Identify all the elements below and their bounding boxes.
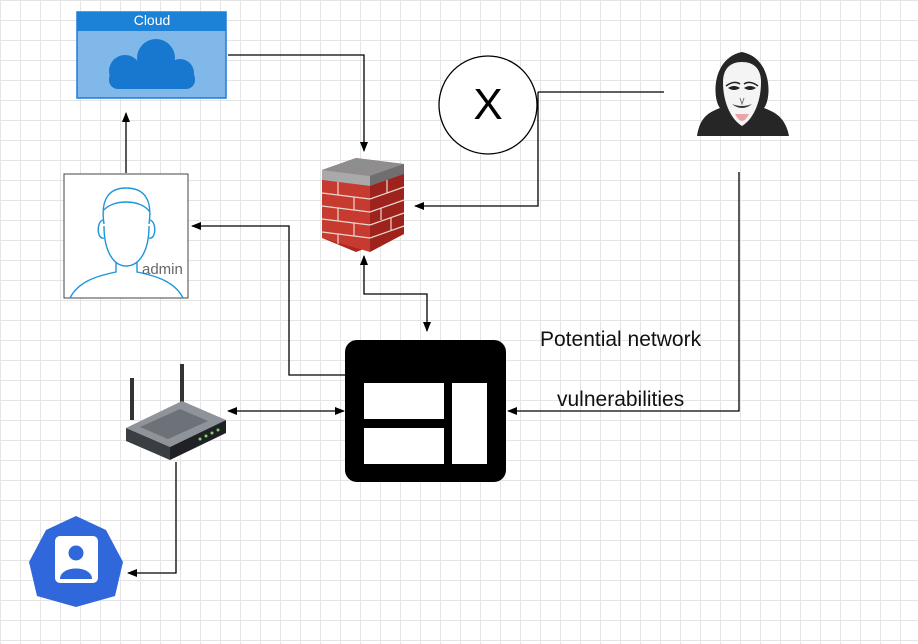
- edge-cloud-to-firewall: [228, 54, 368, 152]
- brick-firewall-icon: [321, 158, 405, 252]
- attacker-node[interactable]: [697, 52, 789, 136]
- user-avatar-icon: [69, 187, 184, 299]
- cloud-title: Cloud: [133, 12, 171, 28]
- blocked-node[interactable]: [438, 55, 538, 155]
- edge-x-to-firewall: [414, 92, 539, 210]
- connectors: [122, 54, 740, 577]
- server-layout-icon: [345, 340, 506, 482]
- wireless-router-icon: [126, 364, 226, 460]
- edge-firewall-server: [360, 255, 431, 332]
- firewall-node[interactable]: [321, 158, 405, 252]
- anonymous-hacker-icon: [697, 52, 789, 136]
- user-node[interactable]: [29, 516, 123, 607]
- edge-attacker-to-server: [507, 172, 740, 415]
- cloud-icon: [109, 39, 195, 89]
- admin-label: admin: [142, 261, 183, 278]
- edge-router-to-user: [127, 462, 177, 577]
- vulnerability-label-line1: Potential network: [540, 328, 702, 351]
- server-node[interactable]: [345, 340, 506, 482]
- user-badge-icon: [29, 516, 123, 607]
- vulnerability-label-line2: vulnerabilities: [557, 388, 685, 411]
- admin-node[interactable]: [63, 173, 189, 299]
- blocked-x-label: X: [473, 80, 503, 129]
- edge-server-to-admin: [191, 222, 345, 376]
- cloud-node[interactable]: [76, 11, 227, 99]
- router-node[interactable]: [126, 364, 226, 460]
